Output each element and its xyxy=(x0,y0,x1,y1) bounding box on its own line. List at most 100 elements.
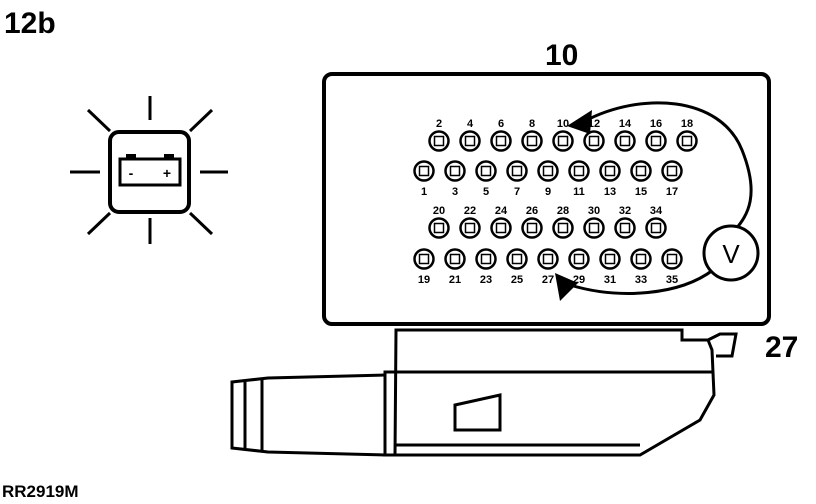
pin-contact-19 xyxy=(418,253,430,265)
pin-socket-8 xyxy=(521,130,543,152)
pin-socket-34 xyxy=(645,217,667,239)
pin-number-1: 1 xyxy=(421,186,427,198)
pin-socket-2 xyxy=(428,130,450,152)
pin-contact-31 xyxy=(604,253,616,265)
pin-number-23: 23 xyxy=(480,274,492,286)
pin-contact-26 xyxy=(526,222,538,234)
pin-socket-7 xyxy=(506,160,528,182)
pin-contact-3 xyxy=(449,165,461,177)
battery-minus-label: - xyxy=(129,165,134,181)
pin-contact-30 xyxy=(588,222,600,234)
pin-socket-11 xyxy=(568,160,590,182)
pin-number-9: 9 xyxy=(545,186,551,198)
pin-socket-19 xyxy=(413,248,435,270)
pin-socket-27 xyxy=(537,248,559,270)
pin-number-5: 5 xyxy=(483,186,489,198)
pin-number-15: 15 xyxy=(635,186,647,198)
pin-number-6: 6 xyxy=(498,118,504,130)
ecu-connector-housing xyxy=(230,328,738,457)
pin-socket-25 xyxy=(506,248,528,270)
pin-contact-2 xyxy=(433,135,445,147)
probe-pin-callout: 10 xyxy=(545,39,578,72)
pin-socket-20 xyxy=(428,217,450,239)
pin-number-32: 32 xyxy=(619,205,631,217)
pin-number-7: 7 xyxy=(514,186,520,198)
pin-number-8: 8 xyxy=(529,118,535,130)
pin-contact-34 xyxy=(650,222,662,234)
pin-contact-12 xyxy=(588,135,600,147)
pin-contact-21 xyxy=(449,253,461,265)
battery-icon: - + xyxy=(70,96,228,244)
pin-socket-31 xyxy=(599,248,621,270)
battery-plus-label: + xyxy=(163,165,171,181)
probe-lead-wire xyxy=(584,101,753,231)
pin-contact-11 xyxy=(573,165,585,177)
pin-number-10: 10 xyxy=(557,118,569,130)
pin-contact-25 xyxy=(511,253,523,265)
pin-socket-32 xyxy=(614,217,636,239)
pin-socket-23 xyxy=(475,248,497,270)
probe-arrow-pin-10 xyxy=(567,110,592,134)
pin-socket-1 xyxy=(413,160,435,182)
pin-number-18: 18 xyxy=(681,118,693,130)
pin-number-24: 24 xyxy=(495,205,508,217)
reference-code: RR2919M xyxy=(2,482,79,501)
pin-contact-33 xyxy=(635,253,647,265)
pin-socket-6 xyxy=(490,130,512,152)
pin-number-27: 27 xyxy=(542,274,554,286)
pin-number-11: 11 xyxy=(573,186,585,198)
pin-contact-5 xyxy=(480,165,492,177)
pin-contact-9 xyxy=(542,165,554,177)
pin-number-33: 33 xyxy=(635,274,647,286)
pin-contact-24 xyxy=(495,222,507,234)
pin-contact-28 xyxy=(557,222,569,234)
pin-socket-33 xyxy=(630,248,652,270)
pin-socket-17 xyxy=(661,160,683,182)
pin-contact-16 xyxy=(650,135,662,147)
pin-number-25: 25 xyxy=(511,274,523,286)
pin-socket-28 xyxy=(552,217,574,239)
pin-socket-18 xyxy=(676,130,698,152)
connector-pin-callout: 27 xyxy=(765,331,798,364)
figure-label: 12b xyxy=(4,7,56,40)
probe-arrow-pin-27 xyxy=(555,273,578,301)
pin-contact-4 xyxy=(464,135,476,147)
pin-socket-29 xyxy=(568,248,590,270)
pin-number-16: 16 xyxy=(650,118,662,130)
pin-socket-26 xyxy=(521,217,543,239)
pin-socket-35 xyxy=(661,248,683,270)
pin-contact-22 xyxy=(464,222,476,234)
pin-socket-22 xyxy=(459,217,481,239)
pin-contact-13 xyxy=(604,165,616,177)
pin-socket-9 xyxy=(537,160,559,182)
probe-lead-wire-lower xyxy=(569,268,714,295)
pin-number-17: 17 xyxy=(666,186,678,198)
pin-socket-30 xyxy=(583,217,605,239)
pin-socket-4 xyxy=(459,130,481,152)
pin-number-26: 26 xyxy=(526,205,538,217)
pin-socket-13 xyxy=(599,160,621,182)
pin-number-30: 30 xyxy=(588,205,600,217)
pin-contact-15 xyxy=(635,165,647,177)
pin-number-34: 34 xyxy=(650,205,663,217)
pin-number-4: 4 xyxy=(467,118,474,130)
pin-socket-15 xyxy=(630,160,652,182)
pin-number-20: 20 xyxy=(433,205,445,217)
pin-number-19: 19 xyxy=(418,274,430,286)
pin-socket-24 xyxy=(490,217,512,239)
pin-contact-14 xyxy=(619,135,631,147)
pin-contact-6 xyxy=(495,135,507,147)
pin-number-2: 2 xyxy=(436,118,442,130)
pin-number-22: 22 xyxy=(464,205,476,217)
pin-contact-7 xyxy=(511,165,523,177)
pin-contact-8 xyxy=(526,135,538,147)
pin-number-13: 13 xyxy=(604,186,616,198)
voltmeter-icon: V xyxy=(702,224,760,282)
pin-contact-35 xyxy=(666,253,678,265)
pin-socket-14 xyxy=(614,130,636,152)
pin-contact-18 xyxy=(681,135,693,147)
pin-number-21: 21 xyxy=(449,274,461,286)
pin-socket-5 xyxy=(475,160,497,182)
